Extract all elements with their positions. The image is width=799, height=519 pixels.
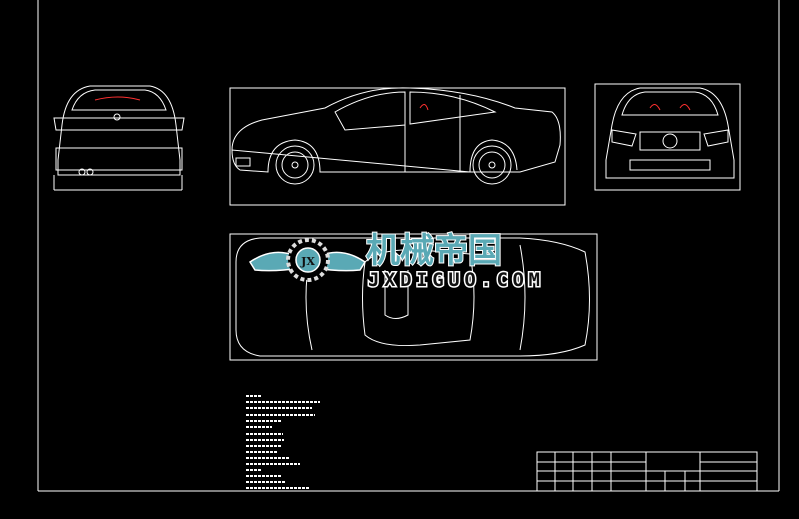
technical-notes bbox=[246, 395, 320, 489]
front-view bbox=[594, 83, 741, 191]
side-view bbox=[229, 87, 566, 206]
watermark-logo: JX 机械帝国 JXDIGUO.COM bbox=[248, 230, 542, 293]
watermark-site: JXDIGUO.COM bbox=[368, 269, 540, 291]
watermark-badge: JX bbox=[300, 255, 315, 268]
top-view bbox=[229, 233, 598, 361]
title-block bbox=[536, 451, 758, 492]
watermark-title: 机械帝国 bbox=[366, 231, 502, 271]
rear-view bbox=[53, 85, 185, 191]
